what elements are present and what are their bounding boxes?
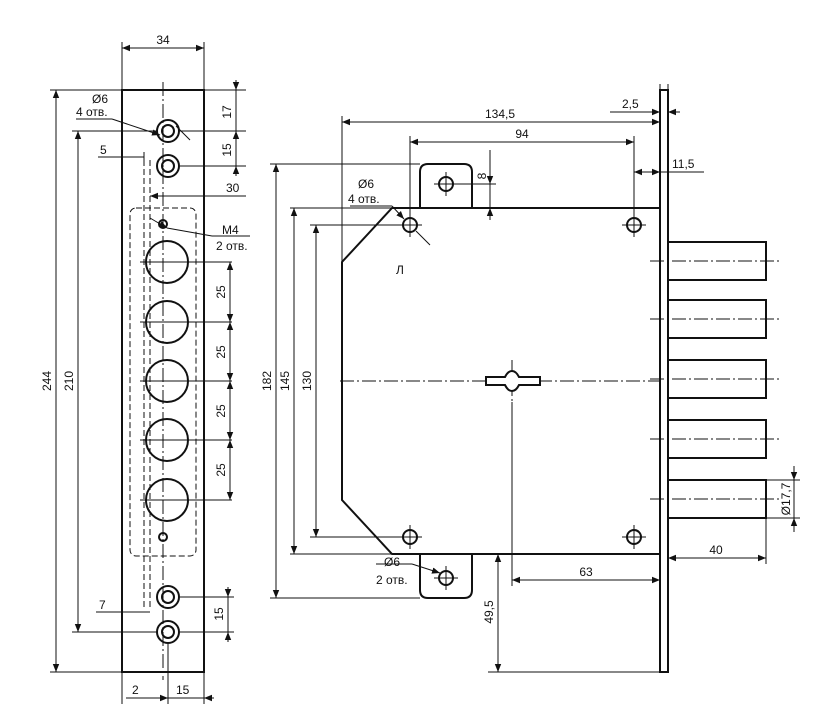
pitch-25-label-3: 25 [214, 404, 228, 418]
housing-hidden-outline [129, 207, 197, 557]
dim-94-label: 94 [515, 127, 529, 141]
mount-hole-3 [156, 585, 180, 609]
dim-34-label: 34 [156, 33, 170, 47]
strip-hole-diam-label: Ø6 [92, 92, 108, 106]
bottom-2-label: 2 [132, 683, 139, 697]
m4-hole-bottom [158, 532, 168, 542]
body-hole-top-left [398, 213, 422, 237]
body-hole-top-right [622, 213, 646, 237]
bottom-15-label: 15 [176, 683, 190, 697]
faceplate-strip-view: 34 Ø6 4 отв. 17 15 5 30 М4 2 отв. [40, 33, 250, 704]
dim-134-5-label: 134,5 [485, 107, 515, 121]
dim-145-label: 145 [278, 371, 292, 391]
bolt-diam-label: Ø17,7 [779, 482, 793, 515]
body-hole-bottom-diam-label: Ø6 [384, 555, 400, 569]
dim-210-label: 210 [62, 371, 76, 391]
dim-63-label: 63 [579, 565, 593, 579]
dim-8-label: 8 [475, 172, 489, 179]
body-hole-bottom-right [622, 525, 646, 549]
dim-15-bottom-label: 15 [212, 607, 226, 621]
pitch-25-label-1: 25 [214, 285, 228, 299]
dim-2-5-label: 2,5 [622, 97, 639, 111]
m4-count-label: 2 отв. [216, 239, 248, 253]
m4-label: М4 [222, 223, 239, 237]
front-plate [659, 89, 669, 673]
side-marker-label: Л [396, 263, 404, 277]
dim-17-label: 17 [220, 105, 234, 119]
mount-hole-4 [156, 620, 180, 644]
dim-30-label: 30 [226, 181, 240, 195]
pitch-25-label-4: 25 [214, 463, 228, 477]
dim-182-label: 182 [260, 371, 274, 391]
keyhole-slot [485, 369, 541, 393]
dim-49-5-label: 49,5 [482, 600, 496, 624]
pitch-25-label-2: 25 [214, 345, 228, 359]
dim-244-label: 244 [40, 371, 54, 391]
body-hole-bottom-count-label: 2 отв. [376, 573, 408, 587]
dim-40-label: 40 [709, 543, 723, 557]
strip-hole-count-label: 4 отв. [76, 105, 108, 119]
dim-15-top-label: 15 [220, 143, 234, 157]
mount-hole-2 [156, 154, 180, 178]
body-hole-top-diam-label: Ø6 [358, 177, 374, 191]
body-hole-top-count-label: 4 отв. [348, 192, 380, 206]
dim-7-label: 7 [99, 598, 106, 612]
lock-body-view: Л Ø6 4 отв. Ø6 2 отв. 134,5 94 2,5 11 [260, 84, 800, 673]
dim-11-5-label: 11,5 [672, 157, 695, 171]
mount-hole-1 [156, 119, 180, 143]
dim-5-label: 5 [100, 143, 107, 157]
dim-130-label: 130 [300, 371, 314, 391]
body-hole-bottom-left [398, 525, 422, 549]
